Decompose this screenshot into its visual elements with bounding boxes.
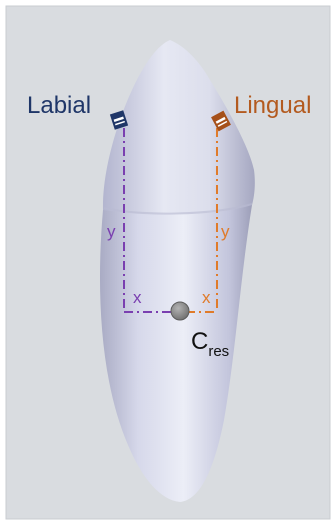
- lingual-label: Lingual: [234, 92, 311, 119]
- center-of-resistance-marker: [171, 302, 189, 320]
- cres-subscript-text: res: [208, 343, 229, 360]
- lingual-y-label: y: [221, 222, 230, 241]
- lingual-x-label: x: [202, 288, 211, 307]
- labial-y-label: y: [107, 222, 116, 241]
- cres-main-text: C: [191, 328, 208, 355]
- labial-x-label: x: [133, 288, 142, 307]
- labial-label: Labial: [27, 92, 91, 119]
